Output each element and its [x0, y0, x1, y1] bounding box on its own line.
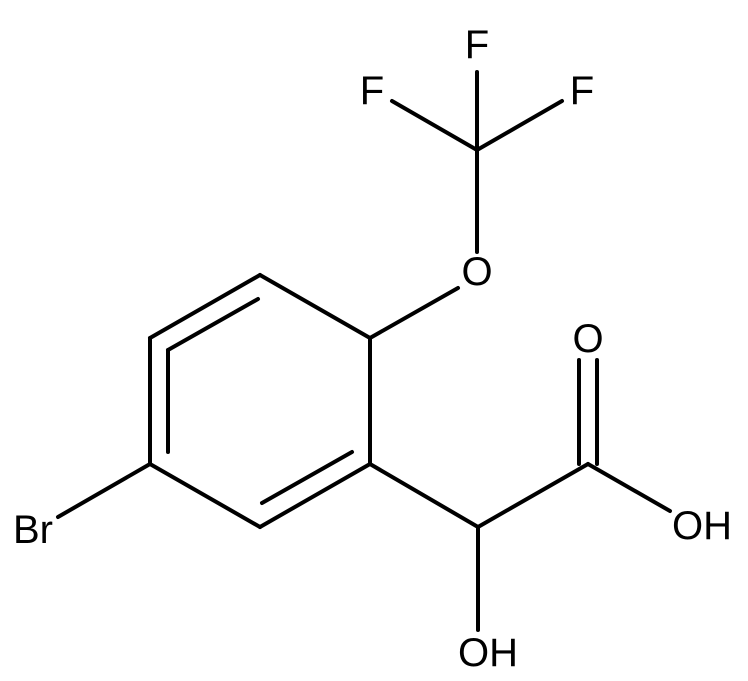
atom-label-f-top: F — [465, 23, 489, 67]
bond-c-f-right — [475, 99, 564, 152]
bond-ring-br — [56, 462, 152, 519]
ring-bond-c1-c2 — [258, 273, 372, 340]
bond-c-f-left — [390, 99, 479, 152]
ring-bond-c6-c1 — [148, 273, 262, 340]
bond-ring-o-ether — [368, 286, 460, 340]
ring-bond-c4-c5 — [148, 462, 262, 529]
ring-inner-bond-c3-c4 — [260, 450, 354, 505]
atom-label-oh-alpha: OH — [458, 631, 518, 675]
atom-label-f-right: F — [570, 69, 594, 113]
ring-bond-c3-c4 — [258, 462, 372, 529]
atom-label-o-carbonyl: O — [572, 317, 603, 361]
bond-c-acid-oh — [586, 462, 672, 513]
atom-label-o-ether: O — [461, 250, 492, 294]
atom-label-f-left: F — [360, 69, 384, 113]
atom-label-br: Br — [13, 508, 53, 552]
atom-label-oh-acid: OH — [672, 504, 732, 548]
bond-c-alpha-c-acid — [476, 462, 590, 529]
ring-inner-bond-c1-c6 — [166, 297, 260, 352]
bond-ring-c-alpha — [368, 462, 480, 529]
